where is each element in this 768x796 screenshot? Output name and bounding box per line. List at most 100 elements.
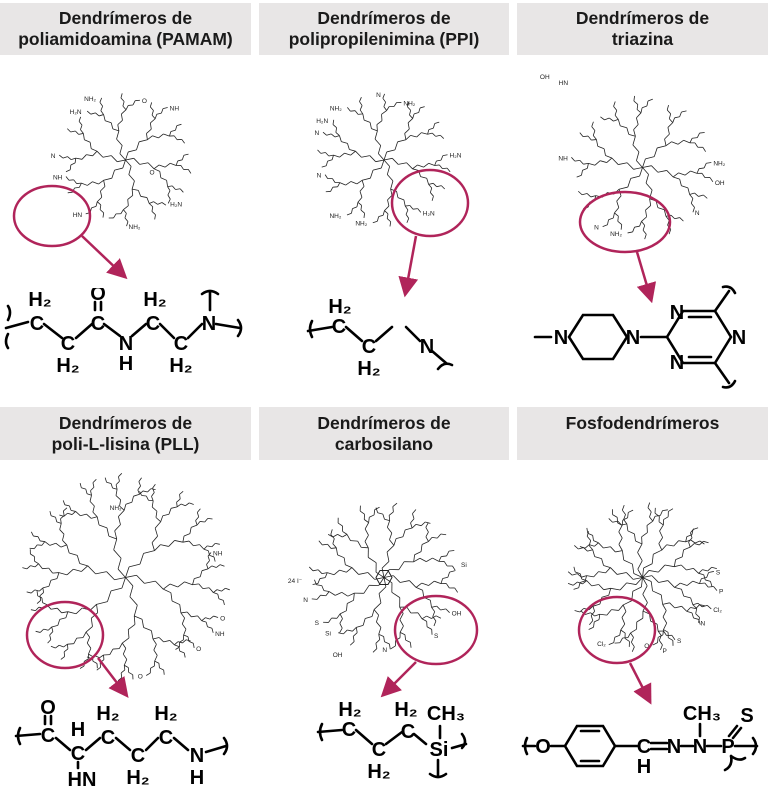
bond-line: [59, 645, 63, 647]
bond-line: [31, 590, 35, 593]
bond-line: [603, 547, 610, 548]
bond-line: [591, 196, 596, 197]
bond-line: [372, 610, 374, 617]
bond-line: [202, 569, 208, 571]
bond-line: [174, 645, 178, 647]
bond-line: [165, 163, 170, 167]
bond-line: [417, 133, 422, 137]
bond-line: [389, 515, 390, 520]
bond-line: [35, 564, 39, 567]
bond-line: [604, 566, 611, 568]
bond-line: [141, 196, 147, 197]
bond-line: [581, 170, 582, 175]
bond-line: [382, 111, 387, 115]
bond-line: [615, 110, 617, 115]
bond-line: [374, 603, 381, 610]
bond-line: [90, 495, 92, 501]
bond-line: [663, 604, 667, 610]
bond-line: [116, 489, 117, 495]
bond-line: [668, 225, 671, 229]
bond-line: [347, 143, 349, 149]
bond-line: [411, 519, 414, 523]
bond-line: [605, 156, 611, 159]
bond-line: [158, 202, 162, 204]
bond-line: [30, 554, 34, 556]
bond-line: [440, 135, 443, 138]
bond-line: [600, 161, 607, 163]
bond-line: [663, 603, 670, 605]
bond-line: [379, 215, 384, 216]
bond-line: [151, 493, 154, 497]
bond-line: [363, 114, 364, 120]
atom-label: H₂: [367, 761, 390, 783]
bond-line: [124, 659, 127, 665]
bond-line: [122, 638, 129, 643]
end-group-label: HN: [559, 80, 569, 87]
atom-label: H: [71, 719, 85, 741]
bond-line: [688, 188, 690, 195]
bond-line: [405, 129, 410, 133]
bond-line: [55, 645, 59, 648]
bond-line: [34, 545, 37, 549]
bond-line: [699, 168, 704, 169]
bond-line: [641, 217, 646, 222]
bond-line: [391, 181, 393, 189]
bond-line: [450, 571, 455, 572]
bond-line: [613, 515, 618, 518]
panel-title-line2: polipropilenimina (PPI): [289, 29, 480, 50]
bond-line: [180, 491, 184, 494]
bond-line: [163, 589, 171, 593]
bond-line: [129, 175, 135, 181]
bond-line: [355, 151, 361, 157]
bond-line: [624, 520, 627, 524]
bond-line: [344, 153, 350, 155]
bond-line: [342, 534, 347, 537]
end-group-label: NH: [215, 631, 225, 638]
bond-line: [429, 581, 435, 585]
bond-line: [444, 561, 447, 566]
bond-line: [148, 500, 153, 501]
bond-line: [159, 165, 165, 167]
bond-line: [370, 156, 376, 162]
bond-line: [347, 534, 350, 540]
bond-line: [578, 191, 582, 194]
bond-line: [384, 158, 392, 160]
bond-line: [111, 156, 117, 162]
bond-line: [191, 616, 197, 617]
bond-line: [53, 573, 59, 574]
bond-line: [120, 145, 122, 153]
bond-line: [362, 180, 364, 186]
bond-line: [590, 201, 595, 203]
bond-line: [61, 657, 65, 660]
bond-line: [574, 545, 578, 549]
bond-line: [437, 186, 442, 187]
bond-line: [426, 527, 429, 532]
bond-line: [387, 175, 393, 181]
bond-line: [592, 584, 599, 585]
bond-line: [413, 114, 414, 119]
bond-line: [604, 588, 611, 589]
bond-line: [134, 605, 137, 616]
bond-line: [621, 630, 625, 633]
bond-line: [624, 560, 633, 564]
bond-line: [57, 522, 61, 524]
bond-line: [403, 530, 405, 537]
bond-line: [93, 479, 96, 482]
bond-line: [104, 115, 106, 121]
bond-line: [376, 643, 377, 648]
bond-line: [447, 551, 449, 556]
bond-line: [90, 501, 94, 506]
bond-line: [142, 495, 147, 496]
bond-line: [324, 591, 329, 592]
bond-line: [379, 627, 381, 634]
bond-line: [667, 105, 668, 110]
bond-line: [115, 525, 121, 531]
bond-line: [318, 150, 321, 153]
bond-line: [138, 190, 140, 196]
bond-line: [351, 181, 357, 183]
bond-line: [432, 196, 433, 201]
end-group-label: OH: [715, 180, 725, 187]
bond-line: [695, 193, 699, 196]
